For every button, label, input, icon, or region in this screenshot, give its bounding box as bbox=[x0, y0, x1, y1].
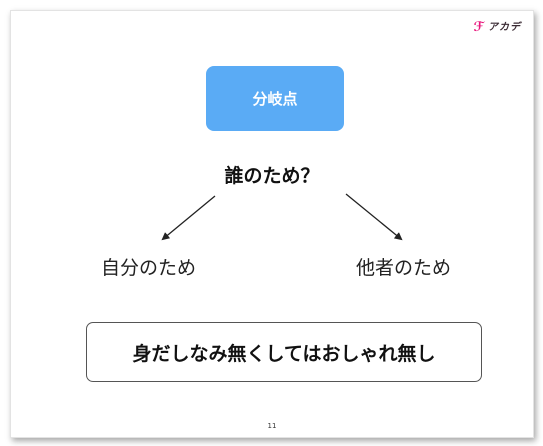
question-heading: 誰のため？ bbox=[224, 165, 320, 187]
branch-point-box: 分岐点 bbox=[206, 66, 344, 131]
slide: ℱ アカデ 分岐点 誰のため？ 自分のため 他者のため 身だしなみ無くしてはおし… bbox=[10, 10, 534, 438]
right-arrow bbox=[345, 193, 403, 241]
brand-logo-text: アカデ bbox=[488, 21, 521, 33]
brand-logo: ℱ アカデ bbox=[474, 21, 522, 34]
page-number: 11 bbox=[267, 422, 277, 430]
branch-right-label: 他者のため bbox=[356, 257, 452, 279]
conclusion-box: 身だしなみ無くしてはおしゃれ無し bbox=[86, 322, 482, 382]
conclusion-text: 身だしなみ無くしてはおしゃれ無し bbox=[132, 342, 436, 365]
left-arrow bbox=[161, 195, 216, 241]
branch-point-label: 分岐点 bbox=[252, 90, 298, 108]
brand-mark-icon: ℱ bbox=[473, 20, 485, 35]
branch-left-label: 自分のため bbox=[101, 257, 197, 279]
